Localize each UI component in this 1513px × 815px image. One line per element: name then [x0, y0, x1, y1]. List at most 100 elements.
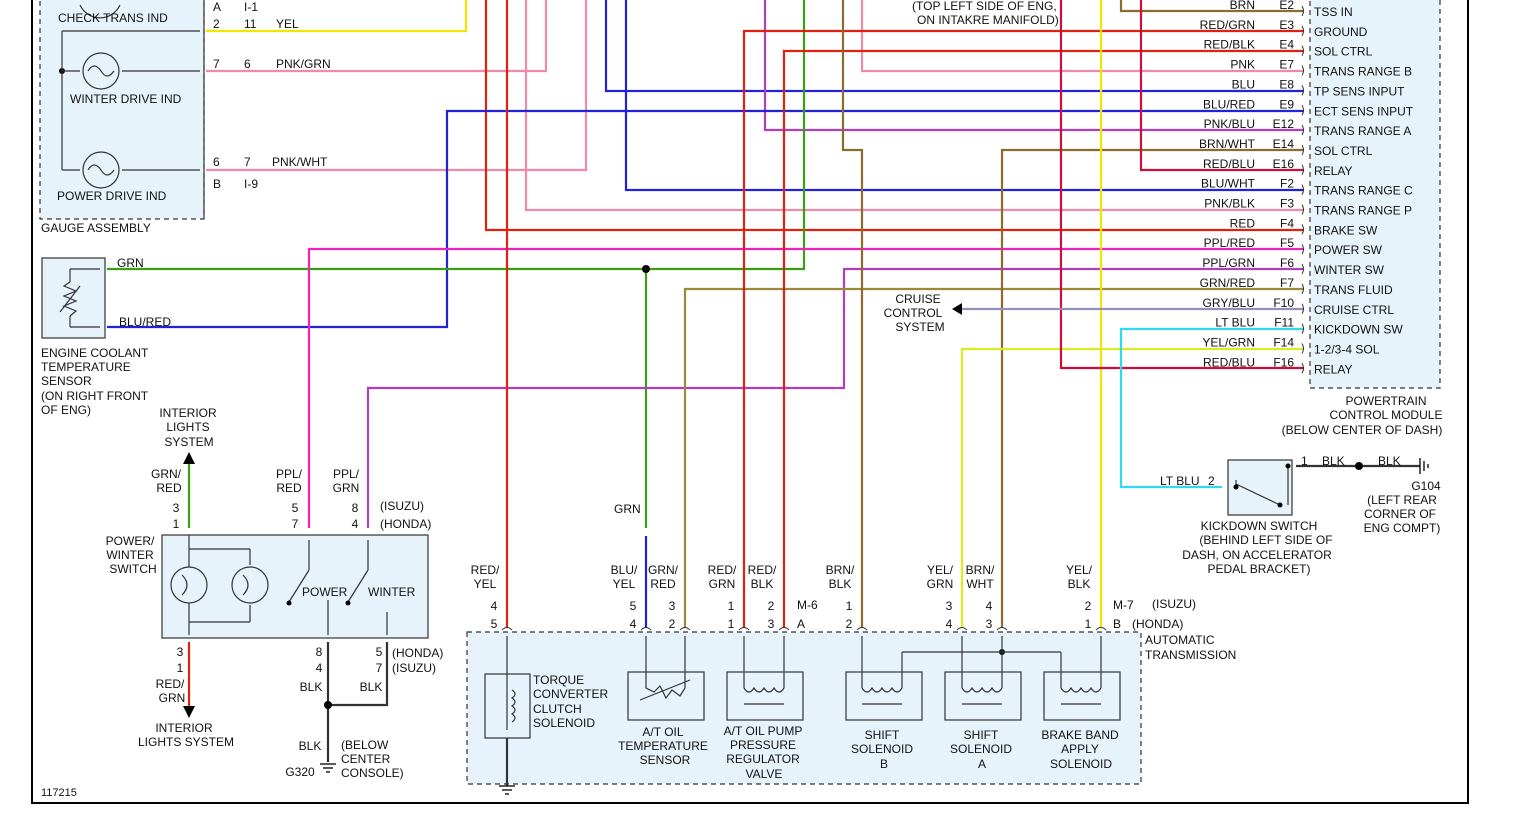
kickdown-wire-label: LT BLU: [1160, 474, 1200, 488]
connector-icon: [1301, 104, 1304, 116]
pcm-func-label: TRANS FLUID: [1314, 283, 1393, 297]
connector-icon: [996, 627, 1008, 631]
thermistor-icon: [59, 268, 100, 328]
cruise-arrow-icon: [952, 303, 962, 315]
pcm-wire-label: BLU/WHT: [1201, 177, 1256, 191]
pcm-box: [1309, 0, 1441, 389]
pump-label: REGULATOR: [726, 752, 800, 766]
trans-pin-isuzu: 2: [768, 599, 775, 613]
isuzu-label: (ISUZU): [392, 661, 436, 675]
pcm-wire-label: BLU: [1232, 77, 1255, 91]
brake-band-icon: [1043, 671, 1121, 721]
wire-blu-red-e9: [107, 109, 1304, 329]
pcm-func-label: RELAY: [1314, 362, 1352, 376]
arrow-up-icon: [183, 452, 195, 464]
connector-icon: [640, 627, 652, 631]
tcc-label: SOLENOID: [533, 716, 595, 730]
trans-pin-isuzu: 5: [630, 599, 637, 613]
gauge-pin-l: 2: [213, 17, 220, 31]
wire-red-f4: [484, 0, 1304, 232]
ect-wire-grn: GRN: [117, 256, 144, 270]
pcm-wire-label: RED/BLU: [1203, 157, 1255, 171]
conn-m6: M-6: [797, 598, 818, 612]
trans-wire-label: BLK: [1068, 577, 1091, 591]
gauge-pin-l: 6: [213, 155, 220, 169]
tcc-label: TORQUE: [533, 673, 584, 687]
pin-label: 8: [352, 501, 359, 515]
wire-pnk-grn: [206, 0, 548, 73]
ect-sensor-box: [41, 257, 106, 339]
connector-icon: [1301, 343, 1304, 354]
cruise-label: CRUISE: [895, 292, 940, 306]
shift-a-label: SHIFT: [964, 728, 999, 742]
pw-switch-label: WINTER: [106, 548, 154, 562]
ect-label: (ON RIGHT FRONT: [41, 389, 149, 403]
pcm-pin-label: E2: [1279, 0, 1294, 12]
pcm-wire-label: BLU/RED: [1203, 97, 1255, 111]
g320-location: (BELOW: [341, 738, 389, 752]
trans-wire-label: GRN: [709, 577, 736, 591]
winter-drive-label: WINTER DRIVE IND: [70, 92, 182, 106]
wire-blu-e8: [604, 0, 1304, 93]
connector-icon: [1301, 204, 1304, 215]
pin-label: 1: [173, 517, 180, 531]
conn-b: B: [1113, 617, 1121, 631]
pcm-pin-label: E12: [1273, 117, 1295, 131]
connector-icon: [1301, 144, 1304, 156]
atot-label: TEMPERATURE: [618, 739, 708, 753]
pin-label: 4: [316, 661, 323, 675]
wire-pnk-wht: [206, 0, 588, 172]
connector-icon: [1095, 627, 1107, 631]
trans-pin-honda: 2: [669, 617, 676, 631]
pcm-pin-label: F3: [1280, 197, 1294, 211]
connector-icon: [1301, 323, 1304, 334]
pcm-pin-label: E7: [1279, 58, 1294, 72]
switch-contact: [286, 600, 292, 606]
pcm-func-label: TRANS RANGE C: [1314, 184, 1413, 198]
pcm-title: POWERTRAIN: [1345, 394, 1426, 408]
gauge-conn-a: A: [213, 0, 221, 14]
gauge-pin-r: 7: [244, 155, 251, 169]
pcm-wire-label: PPL/GRN: [1202, 256, 1255, 270]
check-trans-label: CHECK TRANS IND: [58, 11, 168, 25]
pcm-func-label: TSS IN: [1314, 5, 1353, 19]
power-label: POWER: [302, 585, 348, 599]
connector-icon: [1301, 124, 1304, 136]
kickdown-contact: [1285, 463, 1291, 469]
shift-a-icon: [944, 671, 1022, 721]
pin-label: 4: [352, 517, 359, 531]
pcm-wire-label: RED/BLK: [1204, 38, 1255, 52]
trans-pin-honda: 5: [491, 617, 498, 631]
pump-label: A/T OIL PUMP: [724, 724, 803, 738]
conn-m7: M-7: [1113, 598, 1134, 612]
shift-b-icon: [845, 671, 923, 721]
top-note: ON INTAKRE MANIFOLD): [917, 13, 1059, 27]
connector-icon: [1301, 65, 1304, 76]
trans-pin-honda: 2: [846, 617, 853, 631]
pcm-pin-label: F10: [1273, 296, 1294, 310]
ect-wire-blu-red: BLU/RED: [119, 315, 171, 329]
pcm-pin-label: E8: [1279, 77, 1294, 91]
wire-red-blu-f16: [1059, 0, 1304, 370]
wire-label: RED: [156, 481, 182, 495]
gauge-internals: [61, 4, 200, 189]
connector-icon: [1301, 5, 1304, 17]
splice-kickdown: [1355, 462, 1363, 470]
trans-wire-label: BRN/: [966, 563, 995, 577]
g104-location: CORNER OF: [1364, 507, 1436, 521]
trans-wire-label: RED/: [748, 563, 777, 577]
pcm-wire-label: LT BLU: [1215, 316, 1255, 330]
trans-wire-label: YEL/: [927, 563, 954, 577]
trans-wire-label: YEL: [613, 577, 636, 591]
connector-icon: [1301, 224, 1304, 235]
pcm-wire-label: RED/BLU: [1203, 355, 1255, 369]
pcm-func-label: SOL CTRL: [1314, 144, 1373, 158]
wire-label: BLK: [360, 680, 383, 694]
connector-icon: [501, 627, 513, 631]
kickdown-label: DASH, ON ACCELERATOR: [1182, 548, 1332, 562]
connector-icon: [679, 627, 691, 631]
pcm-func-label: KICKDOWN SW: [1314, 323, 1403, 337]
gauge-assembly-box: [39, 0, 205, 220]
gauge-pin-l: 7: [213, 57, 220, 71]
brake-band-label: APPLY: [1061, 742, 1099, 756]
